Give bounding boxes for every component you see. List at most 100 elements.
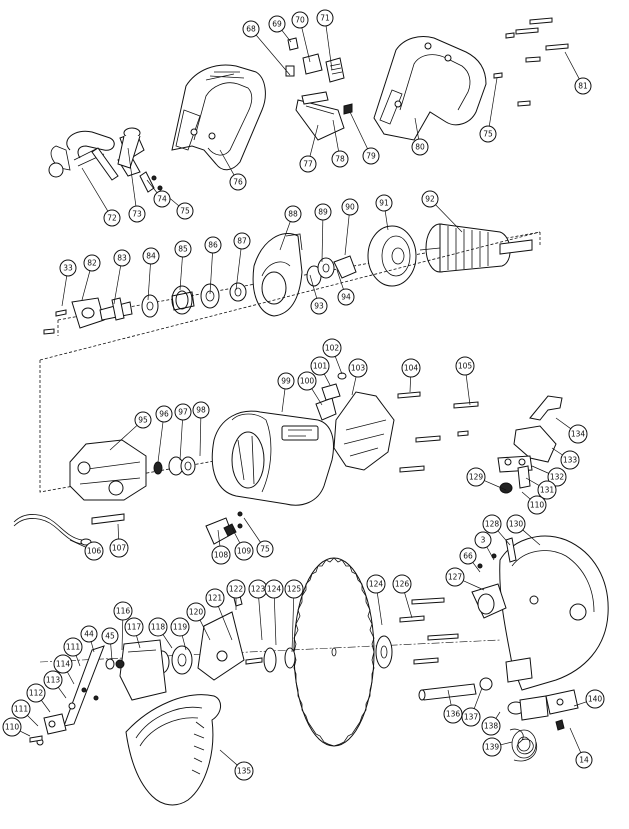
callout-label: 91: [379, 199, 389, 208]
leader-line-c77: [309, 124, 319, 157]
upper-blade-guard: [499, 535, 609, 691]
callout-label: 135: [237, 767, 252, 776]
callout-label: 44: [84, 630, 94, 639]
leader-line-c75b: [488, 77, 498, 127]
callout-circle: [392, 574, 412, 594]
cord-pin: [91, 513, 125, 525]
callout-label: 112: [29, 689, 44, 698]
callout-label: 45: [105, 632, 115, 641]
callout-label: 88: [288, 210, 298, 219]
leader-line-c124b: [376, 592, 383, 626]
callout-c117: 117: [124, 617, 144, 637]
callout-c93: 93: [310, 297, 328, 315]
callout-label: 108: [214, 551, 229, 560]
callout-circle: [401, 358, 421, 378]
leader-line-c101: [323, 373, 331, 386]
callout-circle: [337, 288, 355, 306]
callout-circle: [204, 236, 222, 254]
callout-label: 80: [415, 143, 425, 152]
leader-line-c103: [351, 376, 357, 396]
callout-c89: 89: [314, 203, 332, 221]
handle-half-right: [373, 36, 487, 141]
callout-label: 78: [335, 155, 345, 164]
callout-c71: 71: [316, 9, 334, 27]
callout-label: 83: [117, 254, 127, 263]
leader-line-c102: [334, 356, 343, 375]
callout-label: 110: [5, 723, 20, 732]
callout-c125: 125: [284, 579, 304, 599]
callout-circle: [479, 125, 497, 143]
callout-label: 102: [325, 344, 340, 353]
callout-circle: [211, 545, 231, 565]
leader-line-c80: [414, 117, 419, 140]
leader-line-c132: [531, 465, 549, 474]
callout-circle: [148, 617, 168, 637]
callout-c114: 114: [53, 654, 73, 674]
leader-line-c73: [127, 147, 137, 207]
callout-c102: 102: [322, 338, 342, 358]
callout-circle: [314, 203, 332, 221]
callout-label: 105: [458, 362, 473, 371]
callout-circle: [264, 579, 284, 599]
leader-line-c98: [199, 417, 202, 457]
leader-line-c109: [231, 527, 241, 544]
assembly-axis-upper: [57, 231, 541, 336]
assembly-axis-middle: [39, 231, 541, 493]
callout-c129: 129: [466, 467, 486, 487]
callout-c78: 78: [331, 150, 349, 168]
callout-c79: 79: [362, 147, 380, 165]
leader-line-c75c: [243, 517, 261, 543]
callout-c134: 134: [568, 424, 588, 444]
leader-line-c140: [573, 701, 587, 707]
callout-circle: [322, 338, 342, 358]
leader-line-c111b: [27, 715, 39, 727]
leader-line-c125: [291, 597, 295, 653]
callout-label: 116: [116, 607, 131, 616]
leader-line-c107: [117, 523, 119, 540]
leader-line-c108: [217, 529, 221, 547]
leader-line-c89: [321, 219, 324, 263]
leader-line-c133: [551, 447, 563, 456]
callout-circle: [142, 247, 160, 265]
motor-housing: [211, 410, 334, 506]
callout-label: 113: [46, 676, 61, 685]
callout-circle: [574, 77, 592, 95]
callout-label: 134: [571, 430, 586, 439]
leader-line-c134: [555, 417, 571, 429]
callout-label: 96: [159, 410, 169, 419]
callout-c105: 105: [455, 356, 475, 376]
callout-circle: [310, 297, 328, 315]
callout-circle: [459, 547, 477, 565]
callout-label: 124: [369, 580, 384, 589]
callout-circle: [242, 20, 260, 38]
lower-blade-guard: [125, 694, 221, 806]
callout-circle: [103, 209, 121, 227]
leader-line-c121: [218, 606, 233, 641]
pivot-hardware: [418, 677, 579, 731]
callout-c75b: 75: [479, 125, 497, 143]
callout-label: 123: [251, 585, 266, 594]
callout-label: 73: [132, 210, 142, 219]
callout-label: 138: [484, 722, 499, 731]
callout-circle: [299, 155, 317, 173]
leader-lines: [19, 25, 587, 766]
callout-circle: [26, 683, 46, 703]
callout-label: 137: [464, 713, 479, 722]
leader-line-c110a: [521, 491, 531, 500]
callout-c88: 88: [284, 205, 302, 223]
switch-assembly: [285, 37, 353, 141]
callout-label: 75: [483, 130, 493, 139]
callout-c128: 128: [482, 514, 502, 534]
callout-label: 86: [208, 241, 218, 250]
callout-label: 90: [345, 203, 355, 212]
callout-c116: 116: [113, 601, 133, 621]
leader-line-c72: [81, 167, 109, 212]
callout-label: 84: [146, 252, 156, 261]
leader-line-c139: [500, 741, 513, 746]
callout-circle: [560, 450, 580, 470]
callout-label: 79: [366, 152, 376, 161]
callout-c132: 132: [547, 467, 567, 487]
callout-label: 94: [341, 293, 351, 302]
callout-c73: 73: [128, 205, 146, 223]
